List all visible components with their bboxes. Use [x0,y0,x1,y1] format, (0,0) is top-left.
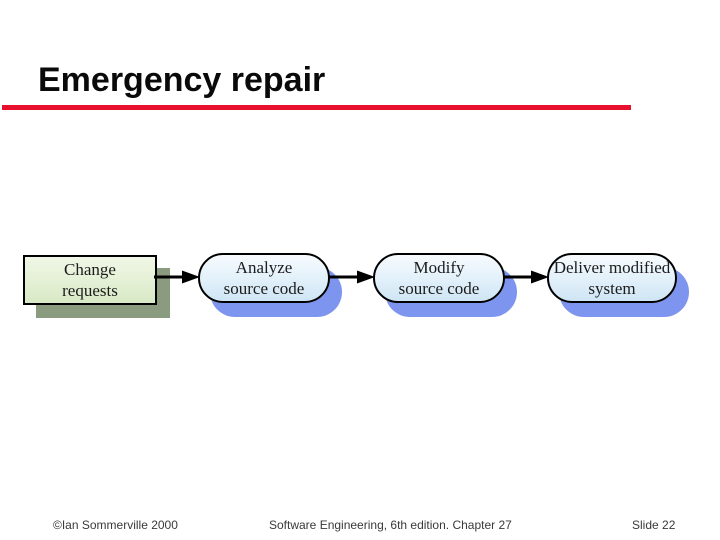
node-label-line: Analyze [235,258,293,277]
node-label-line: source code [223,279,305,298]
slide-title: Emergency repair [38,61,326,99]
flow-arrow-icon [154,270,200,284]
node-label-line: requests [62,281,118,300]
node-deliver-modified-system: Deliver modified system [547,253,677,303]
footer-book-title: Software Engineering, 6th edition. Chapt… [269,518,512,532]
footer-slide-number: Slide 22 [632,518,676,532]
flow-arrow-icon [329,270,375,284]
node-label-line: Deliver modified [553,258,671,277]
node-label-line: system [588,279,636,298]
title-underline [2,105,631,110]
footer-copyright: ©Ian Sommerville 2000 [53,518,178,532]
node-label-line: Modify [413,258,465,277]
node-analyze-source-code: Analyze source code [198,253,330,303]
node-label-line: Change [64,260,116,279]
flow-arrow-icon [503,270,549,284]
node-label-line: source code [398,279,480,298]
node-modify-source-code: Modify source code [373,253,505,303]
node-change-requests: Change requests [23,255,157,305]
